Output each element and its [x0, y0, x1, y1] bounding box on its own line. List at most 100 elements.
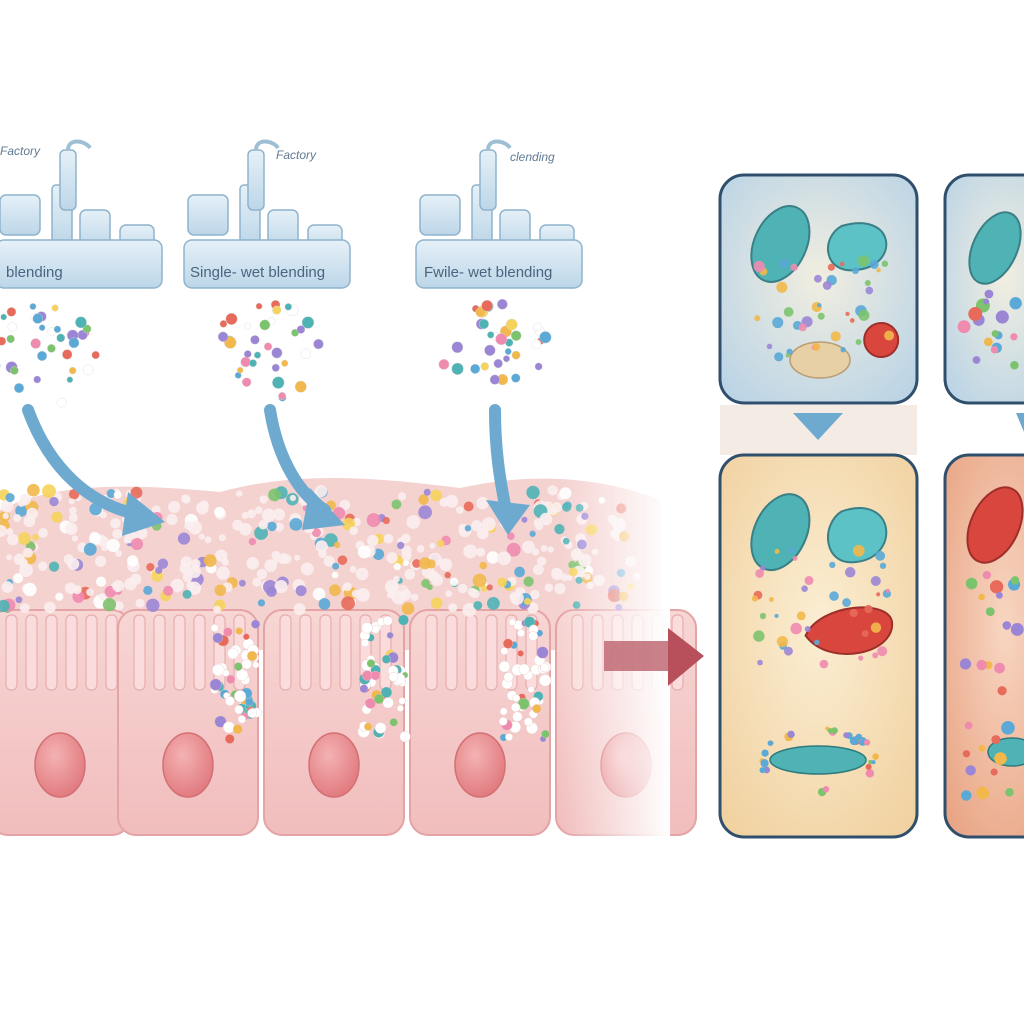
particle-dot	[73, 585, 82, 594]
particle-dot	[83, 365, 93, 375]
particle-dot	[182, 495, 190, 503]
particle-dot	[843, 732, 849, 738]
particle-dot	[418, 494, 429, 505]
particle-dot	[968, 307, 982, 321]
particle-dot	[65, 523, 78, 536]
particle-dot	[496, 333, 508, 345]
particle-dot	[319, 598, 331, 610]
particle-dot	[241, 357, 251, 367]
particle-dot	[417, 545, 425, 553]
particle-dot	[146, 599, 159, 612]
particle-dot	[10, 366, 18, 374]
particle-dot	[226, 675, 235, 684]
particle-dot	[976, 787, 989, 800]
nucleus-icon	[163, 733, 213, 797]
particle-dot	[19, 558, 28, 567]
particle-dot	[547, 485, 557, 495]
particle-dot	[876, 268, 880, 272]
particle-dot	[131, 538, 143, 550]
particle-dot	[95, 556, 106, 567]
particle-dot	[390, 718, 398, 726]
particle-dot	[524, 598, 531, 605]
particle-dot	[541, 545, 548, 552]
particle-dot	[273, 508, 285, 520]
particle-dot	[361, 639, 369, 647]
particle-dot	[786, 353, 790, 357]
particle-dot	[772, 317, 783, 328]
particle-dot	[135, 599, 144, 608]
particle-dot	[0, 337, 6, 346]
particle-dot	[42, 484, 56, 498]
particle-dot	[382, 655, 391, 664]
particle-dot	[356, 568, 369, 581]
particle-dot	[362, 622, 373, 633]
particle-dot	[487, 331, 494, 338]
particle-dot	[482, 517, 496, 531]
particle-dot	[440, 498, 449, 507]
particle-dot	[30, 303, 36, 309]
particle-dot	[532, 548, 539, 555]
particle-dot	[473, 601, 482, 610]
particle-dot	[52, 512, 63, 523]
particle-dot	[27, 484, 40, 497]
particle-dot	[958, 320, 971, 333]
particle-dot	[213, 606, 221, 614]
particle-dot	[252, 578, 261, 587]
particle-dot	[540, 513, 553, 526]
particle-dot	[301, 349, 311, 359]
particle-dot	[272, 306, 281, 315]
particle-dot	[214, 507, 225, 518]
particle-dot	[983, 571, 991, 579]
particle-dot	[259, 495, 267, 503]
particle-dot	[38, 528, 48, 538]
particle-dot	[790, 264, 797, 271]
particle-dot	[318, 550, 326, 558]
particle-dot	[210, 679, 222, 691]
particle-dot	[511, 703, 520, 712]
particle-dot	[760, 613, 766, 619]
particle-dot	[978, 745, 985, 752]
nucleus-icon	[309, 733, 359, 797]
particle-dot	[514, 567, 525, 578]
particle-dot	[445, 590, 452, 597]
particle-dot	[124, 537, 131, 544]
particle-dot	[103, 598, 116, 611]
particle-dot	[402, 602, 415, 615]
epithelial-tissue	[0, 470, 696, 870]
particle-dot	[856, 339, 862, 345]
particle-dot	[223, 722, 235, 734]
particle-dot	[775, 549, 780, 554]
particle-dot	[341, 596, 355, 610]
particle-dot	[245, 698, 253, 706]
particle-dot	[6, 554, 12, 560]
microvillus	[426, 615, 437, 690]
particle-dot	[278, 392, 285, 399]
microvillus	[446, 615, 457, 690]
particle-dot	[767, 344, 773, 350]
particle-dot	[166, 514, 177, 525]
particle-dot	[421, 579, 430, 588]
particle-dot	[965, 765, 975, 775]
particle-dot	[517, 650, 523, 656]
particle-dot	[439, 359, 449, 369]
particle-dot	[238, 715, 246, 723]
particle-dot	[7, 335, 15, 343]
particle-dot	[107, 539, 120, 552]
particle-dot	[994, 752, 1007, 765]
particle-dot	[439, 558, 452, 571]
particle-dot	[813, 343, 821, 351]
down-arrow-icon	[1016, 413, 1024, 432]
particle-dot	[54, 326, 61, 333]
particle-dot	[295, 381, 306, 392]
particle-dot	[479, 319, 489, 329]
particle-dot	[272, 377, 284, 389]
particle-dot	[89, 532, 101, 544]
particle-dot	[20, 494, 31, 505]
particle-dot	[545, 583, 554, 592]
particle-dot	[528, 686, 534, 692]
particle-dot	[500, 708, 507, 715]
particle-dot	[260, 320, 270, 330]
particle-dot	[411, 594, 418, 601]
particle-dot	[37, 351, 47, 361]
particle-dot	[497, 551, 511, 565]
